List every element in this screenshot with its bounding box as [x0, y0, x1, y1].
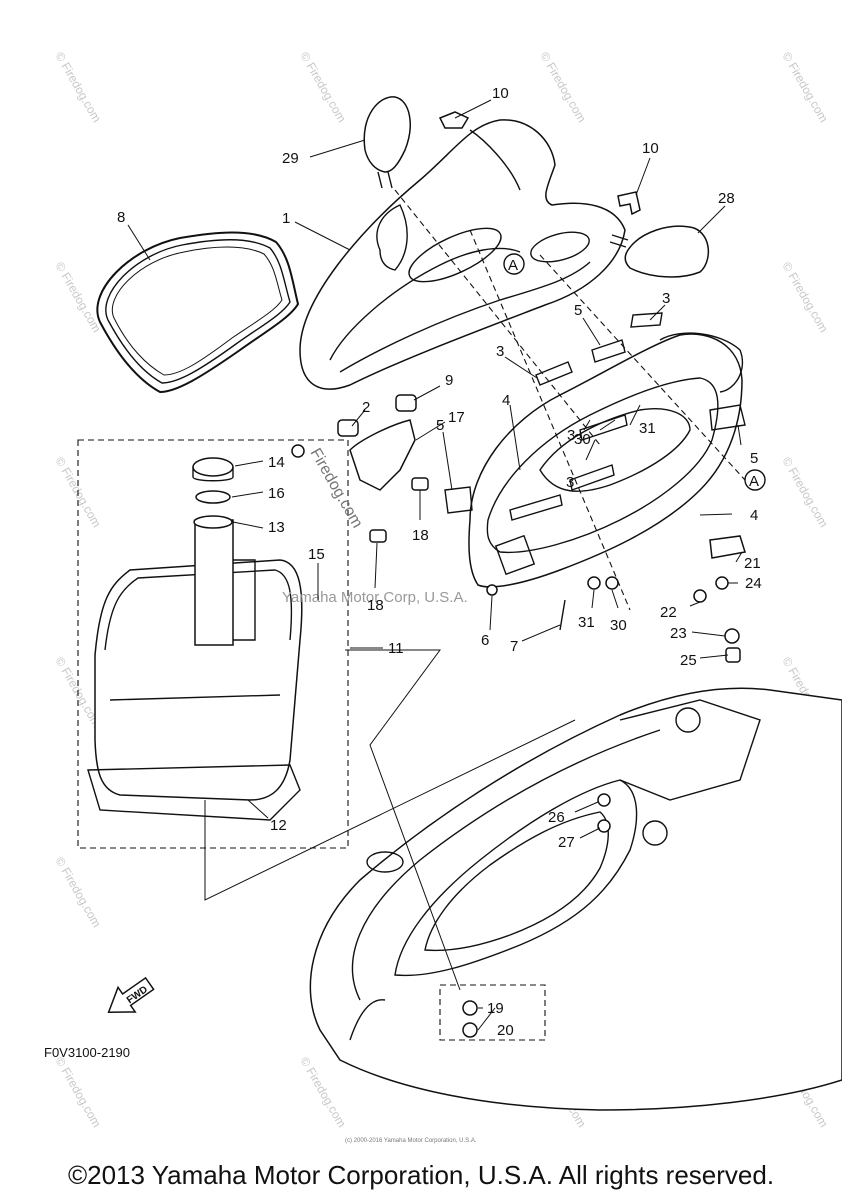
grab-handle-right [609, 225, 709, 278]
callout: 13 [268, 519, 285, 536]
callout: 30 [574, 431, 591, 448]
callout: 27 [558, 834, 575, 851]
callout: 6 [481, 632, 489, 649]
callout: 3 [496, 343, 504, 360]
callout: 4 [750, 507, 758, 524]
callout: 25 [680, 652, 697, 669]
callout: 18 [412, 527, 429, 544]
hull [309, 687, 842, 1111]
callout: 20 [497, 1022, 514, 1039]
ref-label: A [508, 257, 518, 274]
reference-a: A A [503, 253, 766, 491]
callout: 30 [610, 617, 627, 634]
callout: 5 [750, 450, 758, 467]
seal-ring [96, 231, 300, 394]
callout: 10 [642, 140, 659, 157]
stickers [444, 312, 746, 521]
site-watermark: © Firedog.com [779, 455, 831, 530]
callout: 3 [566, 474, 574, 491]
callout: 2 [362, 399, 370, 416]
center-watermark: Yamaha Motor Corp, U.S.A. [282, 589, 468, 606]
small-copyright: (c) 2000-2016 Yamaha Motor Corporation, … [345, 1138, 477, 1144]
callout: 29 [282, 150, 299, 167]
hatch-cover [299, 119, 626, 390]
connector-lines [204, 189, 746, 991]
callout: 22 [660, 604, 677, 621]
callout: 5 [436, 417, 444, 434]
site-watermark: © Firedog.com [779, 50, 831, 125]
callout: 12 [270, 817, 287, 834]
callout: 31 [639, 420, 656, 437]
site-watermark: © Firedog.com [537, 50, 589, 125]
callout: 3 [662, 290, 670, 307]
bracket [291, 394, 429, 543]
callout: 15 [308, 546, 325, 563]
ref-label: A [749, 473, 759, 490]
callout: 16 [268, 485, 285, 502]
callout: 21 [744, 555, 761, 572]
fasteners [486, 535, 746, 663]
site-watermark: © Firedog.com [779, 260, 831, 335]
site-watermark: © Firedog.com [297, 1055, 349, 1130]
callout: 31 [578, 614, 595, 631]
site-watermark: © Firedog.com [52, 855, 104, 930]
site-watermark: © Firedog.com [297, 50, 349, 125]
site-watermark: © Firedog.com [52, 50, 104, 125]
site-watermark: © Firedog.com [52, 260, 104, 335]
callout: 23 [670, 625, 687, 642]
part-code: F0V3100-2190 [44, 1045, 131, 1060]
callout: 18 [367, 597, 384, 614]
copyright: ©2013 Yamaha Motor Corporation, U.S.A. A… [67, 1160, 775, 1190]
callout: 10 [492, 85, 509, 102]
callout: 7 [510, 638, 518, 655]
callout: 19 [487, 1000, 504, 1017]
callout: 5 [574, 302, 582, 319]
callouts: 10 29 10 28 1 8 3 5 3 9 2 17 4 30 31 3 5… [117, 85, 762, 1039]
callout: 17 [448, 409, 465, 426]
callout: 28 [718, 190, 735, 207]
callout: 8 [117, 209, 125, 226]
callout: 1 [282, 210, 290, 227]
grab-handle-left [363, 96, 411, 189]
callout: 3 [567, 427, 575, 444]
fwd-arrow: FWD [107, 976, 155, 1014]
clip [438, 111, 470, 129]
callout: 14 [268, 454, 285, 471]
storage-compartment [468, 332, 744, 588]
callout: 26 [548, 809, 565, 826]
callout: 9 [445, 372, 453, 389]
callout: 11 [388, 640, 404, 657]
callout-leaders [127, 99, 743, 1031]
callout: 4 [502, 392, 510, 409]
site-watermark: © Firedog.com [52, 1055, 104, 1130]
clip [617, 191, 641, 216]
callout: 24 [745, 575, 762, 592]
inner-bin [77, 439, 349, 849]
